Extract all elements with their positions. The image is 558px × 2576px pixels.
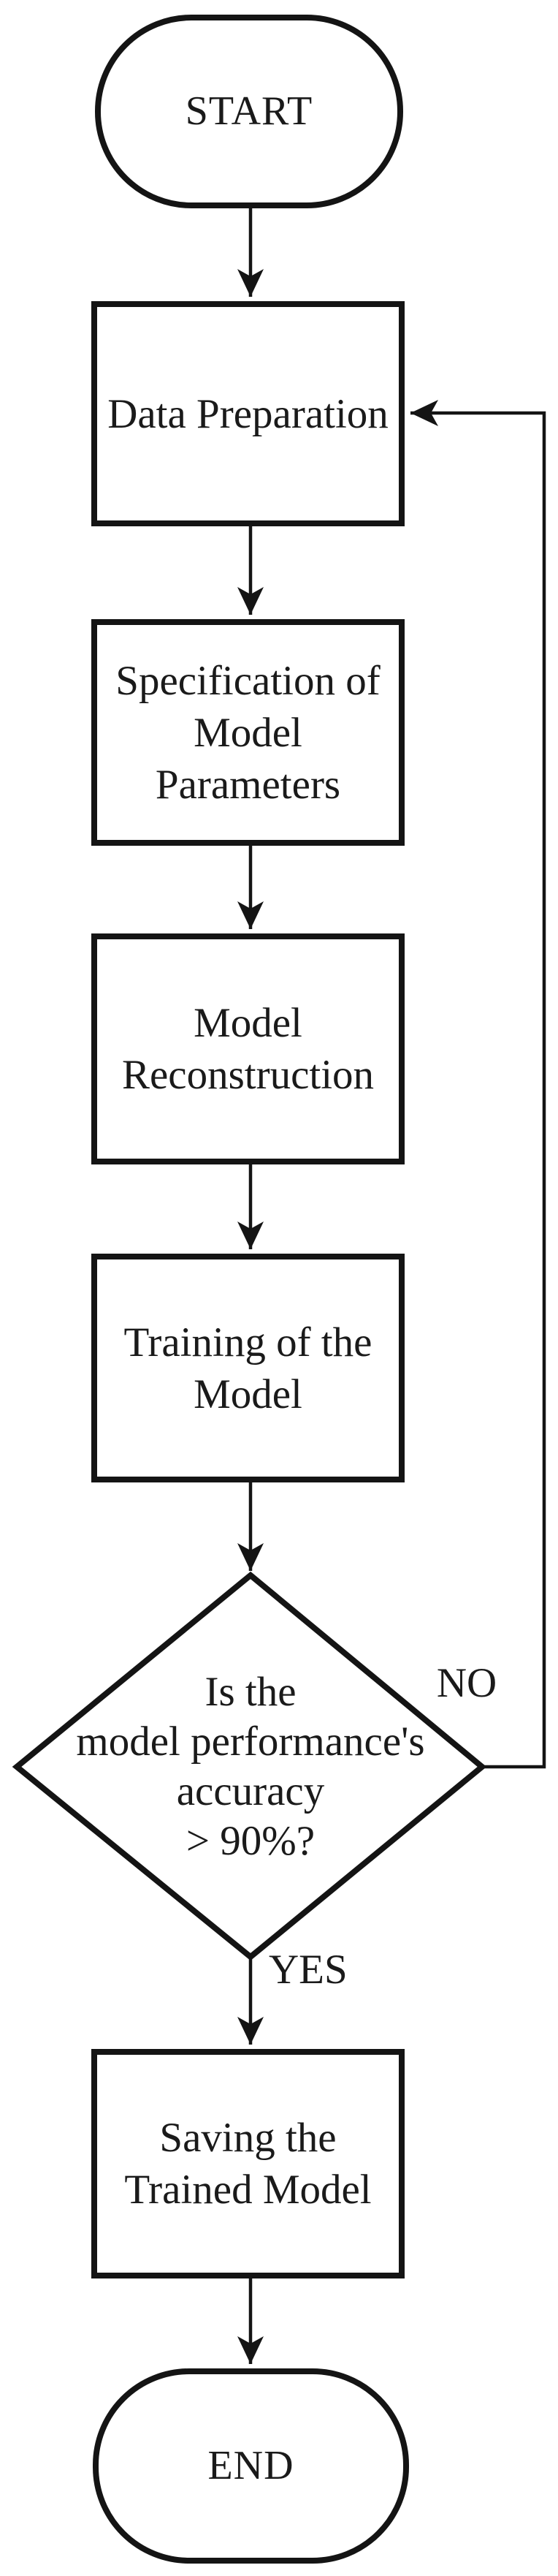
decision-label-line3: accuracy xyxy=(176,1768,325,1814)
decision-label-line2: model performance's xyxy=(76,1719,425,1765)
saving-label-line2: Trained Model xyxy=(124,2167,372,2213)
decision-label-line4: > 90%? xyxy=(186,1818,316,1864)
training-node: Training of the Model xyxy=(91,1254,405,1482)
training-label-line2: Model xyxy=(194,1371,302,1417)
saving-label-line1: Saving the xyxy=(159,2115,337,2161)
no-edge-label: NO xyxy=(436,1660,497,1706)
reconstruction-label-line1: Model xyxy=(194,1000,302,1046)
start-node-label: START xyxy=(185,88,313,134)
data-preparation-label: Data Preparation xyxy=(107,390,389,437)
specification-node: Specification of Model Parameters xyxy=(91,619,405,846)
decision-label-line1: Is the xyxy=(205,1669,297,1715)
specification-label-line2: Model xyxy=(194,709,302,756)
start-node: START xyxy=(95,15,403,208)
training-label-line1: Training of the xyxy=(123,1319,372,1365)
no-loop-connector xyxy=(410,400,546,1769)
specification-label-line1: Specification of xyxy=(115,657,381,704)
end-node-label: END xyxy=(207,2443,294,2488)
yes-edge-label: YES xyxy=(269,1947,348,1993)
specification-label-line3: Parameters xyxy=(155,761,341,808)
decision-node-label: Is the model performance's accuracy > 90… xyxy=(17,1667,484,1866)
end-node: END xyxy=(93,2368,409,2564)
reconstruction-label-line2: Reconstruction xyxy=(121,1052,375,1098)
data-preparation-node: Data Preparation xyxy=(91,301,405,526)
saving-node: Saving the Trained Model xyxy=(91,2049,405,2278)
reconstruction-node: Model Reconstruction xyxy=(91,933,405,1164)
decision-diamond-shape xyxy=(12,1571,487,1961)
